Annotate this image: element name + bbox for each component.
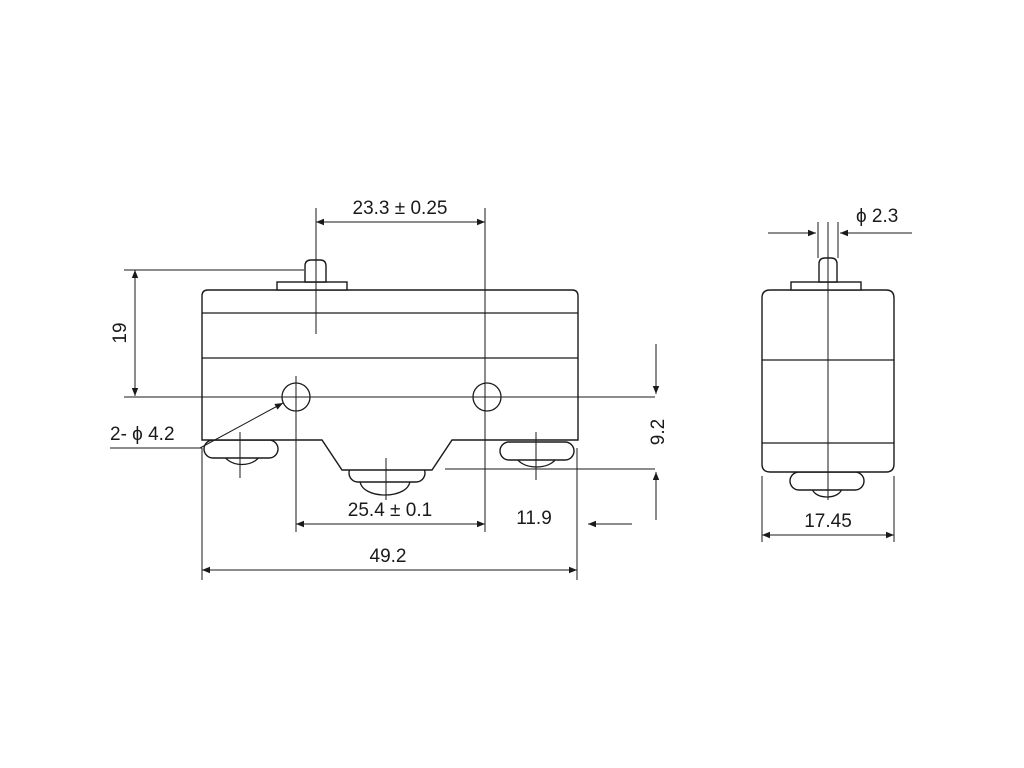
plunger (276, 259, 348, 291)
dim-hole-height: 9.2 (648, 419, 669, 445)
front-view: 23.3 ± 0.25 19 2- ϕ 4.2 25.4 ± 0.1 49.2 … (110, 198, 669, 580)
dim-width: 17.45 (804, 511, 852, 532)
terminal-right (499, 441, 575, 468)
dim-overall-length: 49.2 (370, 546, 407, 567)
dim-mount-holes: 2- ϕ 4.2 (110, 424, 175, 445)
terminal-left (203, 439, 279, 466)
dim-terminal-offset: 11.9 (516, 508, 552, 529)
dim-height: 19 (110, 322, 131, 343)
dim-plunger-diameter: ϕ 2.3 (856, 206, 898, 227)
side-view: ϕ 2.3 17.45 (761, 206, 912, 542)
dim-pin-spacing: 23.3 ± 0.25 (353, 198, 448, 219)
dim-terminal-spacing: 25.4 ± 0.1 (348, 500, 432, 521)
